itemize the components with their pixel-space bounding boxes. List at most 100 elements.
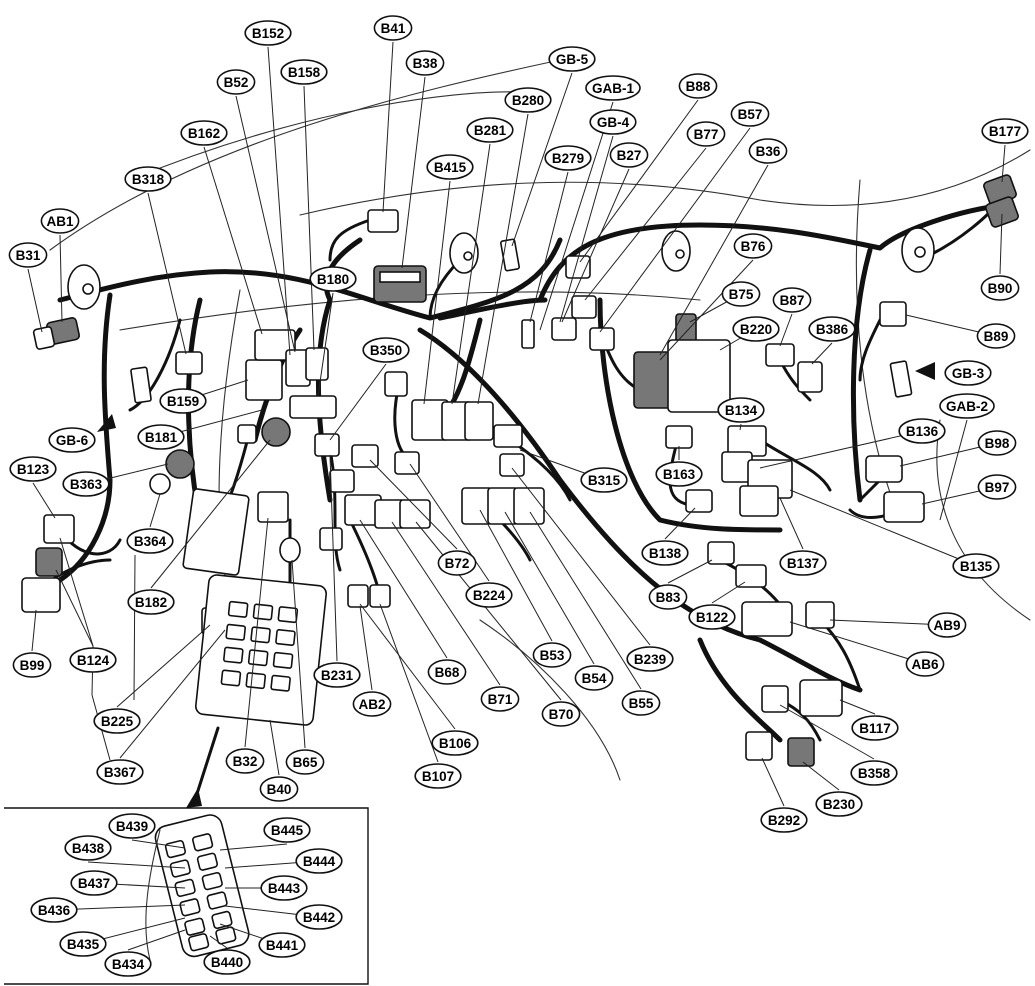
label-bubble [437, 550, 477, 576]
label-gb-3: GB-3 [944, 360, 992, 386]
connector-b106 [347, 584, 369, 608]
inset-label-b444: B444 [295, 848, 343, 874]
label-text: B315 [588, 473, 621, 488]
inset-label-bubble [59, 931, 107, 957]
label-bubble [313, 662, 361, 688]
label-b97: B97 [977, 474, 1017, 500]
label-bubble [180, 120, 228, 146]
label-text: B220 [740, 322, 772, 337]
label-b158: B158 [280, 59, 328, 85]
label-bubble [927, 612, 967, 638]
label-b220: B220 [732, 316, 780, 342]
connector-b358 [761, 685, 789, 713]
label-bubble [621, 690, 661, 716]
label-b177: B177 [981, 118, 1029, 144]
label-text: B31 [16, 248, 41, 263]
label-b292: B292 [760, 807, 808, 833]
label-bubble [678, 73, 718, 99]
connector-b163 [665, 425, 693, 449]
label-text: B415 [434, 160, 467, 175]
label-bubble [721, 281, 761, 307]
label-bubble [898, 418, 946, 444]
label-text: B138 [649, 546, 682, 561]
label-text: B98 [985, 436, 1010, 451]
label-bubble [480, 686, 520, 712]
label-b53: B53 [532, 642, 572, 668]
label-bubble [431, 730, 479, 756]
inset-label-b437: B437 [70, 870, 118, 896]
connector-b280 [464, 401, 494, 441]
label-ab1: AB1 [40, 208, 80, 234]
label-b181: B181 [137, 424, 185, 450]
connector-b138 [685, 489, 713, 513]
label-text: B292 [768, 813, 800, 828]
label-text: B97 [985, 480, 1010, 495]
inset-label-b445: B445 [263, 817, 311, 843]
label-bubble [427, 659, 467, 685]
label-bubble [760, 807, 808, 833]
connector-b124 [35, 547, 63, 577]
label-b364: B364 [126, 528, 174, 554]
label-b32: B32 [225, 748, 265, 774]
label-text: AB2 [358, 697, 385, 712]
label-bubble [850, 760, 898, 786]
label-bubble [655, 461, 703, 487]
connector-ab9 [805, 601, 835, 629]
connector-b181 [261, 417, 291, 447]
label-text: GB-5 [556, 52, 589, 67]
connectors [21, 174, 1019, 767]
inset-label-b442: B442 [295, 904, 343, 930]
label-text: B68 [435, 665, 460, 680]
label-b36: B36 [748, 138, 788, 164]
inset-label-b438: B438 [64, 835, 112, 861]
label-text: B55 [629, 696, 654, 711]
label-bubble [12, 652, 52, 678]
label-text: GAB-2 [946, 399, 988, 414]
label-b75: B75 [721, 281, 761, 307]
connector-b231 [314, 433, 340, 457]
label-bubble [544, 145, 592, 171]
label-bubble [48, 427, 96, 453]
connector-b117 [799, 679, 843, 717]
label-text: B40 [267, 782, 292, 797]
label-text: GB-6 [56, 433, 89, 448]
label-text: AB1 [46, 214, 73, 229]
label-bubble [137, 424, 185, 450]
gb-6-arrow-icon [97, 414, 116, 432]
label-text: B41 [381, 21, 406, 36]
label-text: B159 [167, 394, 199, 409]
inset-label-bubble [295, 904, 343, 930]
junction-block-b182 [182, 488, 250, 576]
label-text: B72 [445, 556, 470, 571]
label-bubble [8, 242, 48, 268]
label-text: B38 [413, 56, 438, 71]
connector-b57 [589, 327, 615, 351]
inset-label-bubble [104, 951, 152, 977]
label-text: B363 [70, 477, 103, 492]
label-text: B177 [989, 124, 1021, 139]
label-b72: B72 [437, 550, 477, 576]
inset-label-bubble [258, 932, 306, 958]
label-b136: B136 [898, 418, 946, 444]
connector-b55 [513, 487, 545, 525]
grommet-left [67, 264, 101, 310]
label-bubble [585, 75, 641, 101]
label-text: B136 [906, 424, 939, 439]
label-text: B281 [474, 123, 507, 138]
label-b415: B415 [426, 154, 474, 180]
label-b135: B135 [952, 553, 1000, 579]
connector-b158 [305, 347, 329, 381]
inset-label-bubble [263, 817, 311, 843]
label-bubble [939, 393, 995, 419]
label-text: B163 [663, 467, 696, 482]
label-bubble [772, 287, 812, 313]
label-bubble [851, 715, 899, 741]
label-b280: B280 [504, 87, 552, 113]
label-b76: B76 [733, 233, 773, 259]
inset-label-b441: B441 [258, 932, 306, 958]
label-b87: B87 [772, 287, 812, 313]
gb-3-arrow-icon [915, 362, 935, 380]
inset-label-text: B443 [268, 881, 301, 896]
inset-label-b440: B440 [203, 949, 251, 975]
